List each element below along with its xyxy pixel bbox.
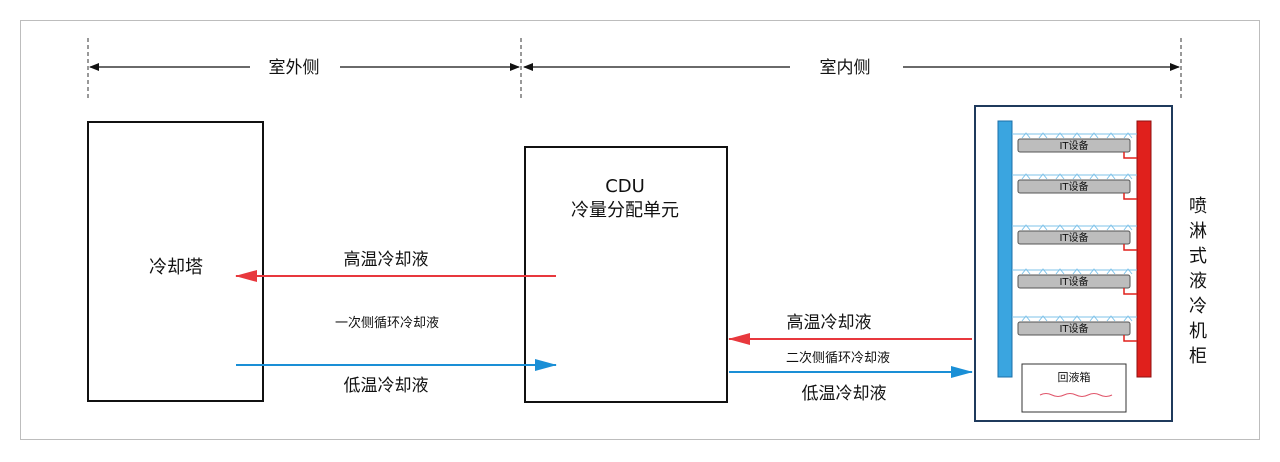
it-device-label: IT设备	[1059, 139, 1088, 152]
drain-connector	[1123, 244, 1137, 251]
cabinet-label-char: 机	[1189, 321, 1207, 342]
drain-connector	[1123, 152, 1137, 159]
it-device-row: IT设备	[1012, 315, 1137, 342]
primary-hot-label: 高温冷却液	[344, 250, 429, 270]
return-tank-label: 回液箱	[1058, 370, 1091, 384]
drain-connector	[1123, 193, 1137, 200]
it-device-row: IT设备	[1012, 132, 1137, 159]
cabinet-label-char: 式	[1189, 246, 1207, 267]
tank-liquid-wave	[1039, 393, 1113, 397]
outdoor-label: 室外侧	[269, 58, 320, 78]
primary-loop-label: 一次侧循环冷却液	[335, 315, 439, 331]
secondary-hot-label: 高温冷却液	[787, 313, 872, 333]
cooling-tower-box	[87, 121, 264, 402]
cabinet-label-char: 液	[1189, 271, 1207, 292]
spray-nozzles	[1021, 173, 1133, 180]
it-device-row: IT设备	[1012, 224, 1137, 251]
it-device-box	[1017, 274, 1131, 289]
spray-nozzles	[1021, 268, 1133, 275]
spray-nozzles	[1021, 132, 1133, 139]
drain-connector	[1123, 335, 1137, 342]
it-device-box	[1017, 179, 1131, 194]
indoor-label: 室内侧	[820, 58, 871, 78]
drain-connector	[1123, 288, 1137, 295]
cdu-title: CDU	[605, 176, 645, 197]
cabinet-label-char: 喷	[1189, 196, 1207, 217]
it-device-box	[1017, 321, 1131, 336]
spray-nozzles	[1021, 224, 1133, 231]
diagram-frame	[20, 20, 1260, 440]
cooling-tower-label: 冷却塔	[149, 257, 203, 278]
primary-cold-label: 低温冷却液	[344, 376, 429, 396]
it-device-label: IT设备	[1059, 322, 1088, 335]
cabinet-label-char: 淋	[1189, 221, 1207, 242]
return-tank	[1021, 363, 1127, 413]
it-device-label: IT设备	[1059, 180, 1088, 193]
cabinet-label-char: 柜	[1189, 346, 1207, 367]
it-device-row: IT设备	[1012, 173, 1137, 200]
it-device-label: IT设备	[1059, 231, 1088, 244]
hot-return-bar	[1136, 120, 1152, 378]
secondary-cold-label: 低温冷却液	[802, 384, 887, 404]
cabinet-label-char: 冷	[1189, 296, 1207, 317]
secondary-loop-label: 二次侧循环冷却液	[786, 350, 890, 366]
it-device-box	[1017, 230, 1131, 245]
it-device-label: IT设备	[1059, 275, 1088, 288]
cdu-box	[524, 146, 728, 403]
spray-nozzles	[1021, 315, 1133, 322]
it-device-rows: IT设备 IT设备 IT设备 IT设备 IT设备	[1012, 132, 1137, 342]
it-device-box	[1017, 138, 1131, 153]
it-device-row: IT设备	[1012, 268, 1137, 295]
cdu-subtitle: 冷量分配单元	[571, 200, 679, 221]
cold-supply-bar	[997, 120, 1013, 378]
